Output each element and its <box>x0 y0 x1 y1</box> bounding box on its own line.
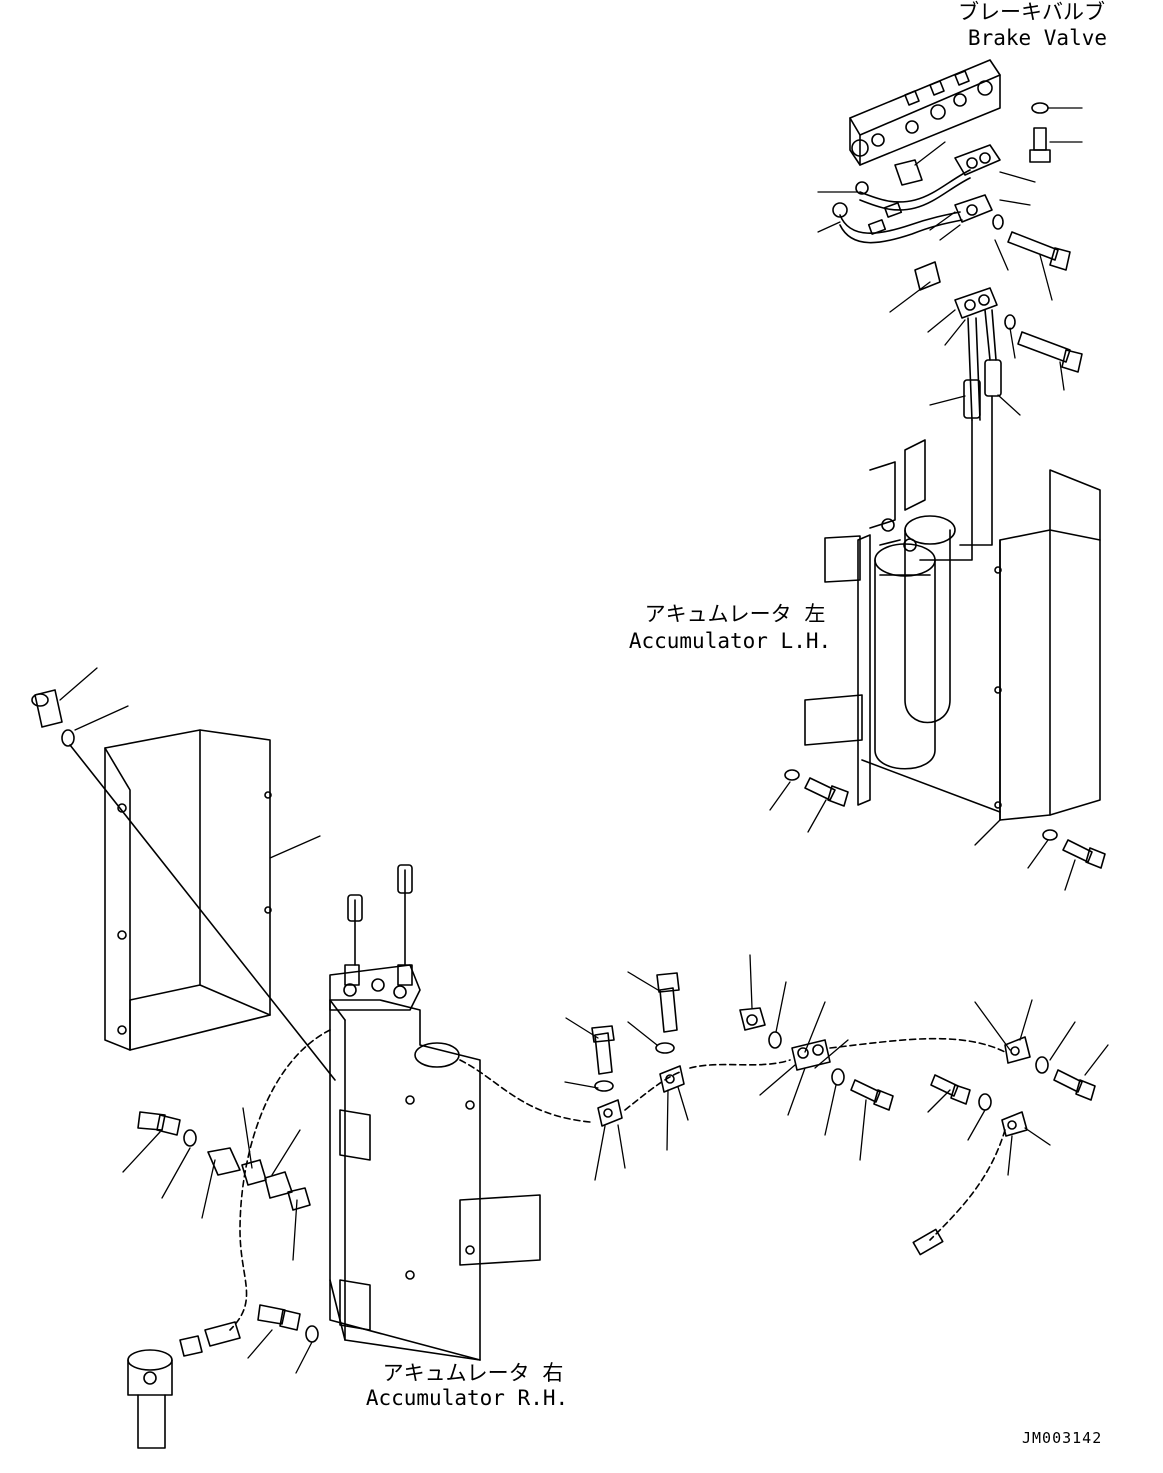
valve-block-rh <box>329 964 460 1068</box>
accumulator-lh <box>804 439 1001 813</box>
hose-clamp-1 <box>597 1099 623 1127</box>
brake-pipe-lower <box>839 211 961 234</box>
fitting-right <box>984 359 1002 397</box>
filter-canister <box>127 1349 173 1449</box>
bolt-top <box>1029 102 1051 163</box>
accumulator-lh-label-jp: アキュムレータ 左 <box>644 602 826 626</box>
bolt-h4 <box>930 1074 971 1105</box>
brake-pipe-upper <box>859 169 971 203</box>
spacer-tube-1 <box>894 159 923 186</box>
bolt-h5 <box>1053 1069 1096 1101</box>
accumulator-lh-label-en: Accumulator L.H. <box>628 629 832 653</box>
hose-end-fitting <box>912 1228 944 1256</box>
pipe-clamp-upper <box>954 144 1001 223</box>
spacer-tube-2 <box>914 261 941 291</box>
bolt-rh-top <box>31 689 63 728</box>
accumulator-rh-label-en: Accumulator R.H. <box>365 1386 569 1410</box>
bolt-left-2 <box>257 1304 301 1331</box>
accumulator-rh-label-jp: アキュムレータ 右 <box>382 1361 564 1385</box>
cover-lh <box>994 469 1101 821</box>
bolt-h1 <box>591 1025 615 1075</box>
brake-valve-label-jp: ブレーキバルブ <box>958 0 1105 24</box>
accumulator-rh-bracket <box>329 999 541 1361</box>
bolt-lh-1 <box>804 777 849 807</box>
long-bolt-2 <box>1004 314 1083 373</box>
brake-valve <box>849 59 1001 166</box>
brake-valve-label-en: Brake Valve <box>967 26 1107 50</box>
bolt-left-1 <box>137 1111 181 1136</box>
hose-clamp-5 <box>1001 1111 1028 1137</box>
long-bolt-1 <box>992 214 1071 271</box>
drawing-code: JM003142 <box>1022 1429 1103 1447</box>
pipe-clamp-middle <box>954 287 998 319</box>
bolt-lh-2 <box>1062 839 1106 869</box>
hose-clamp-2 <box>659 1065 685 1093</box>
hose-clamp-4 <box>1004 1036 1031 1064</box>
pipe-sleeve <box>207 1147 241 1176</box>
bolt-h3 <box>850 1079 894 1111</box>
nut-1 <box>739 1007 766 1031</box>
hose-clamp-3 <box>791 1039 831 1071</box>
fitting-left <box>963 379 981 419</box>
bolt-h2 <box>656 972 680 1033</box>
cover-rh <box>104 729 272 1051</box>
